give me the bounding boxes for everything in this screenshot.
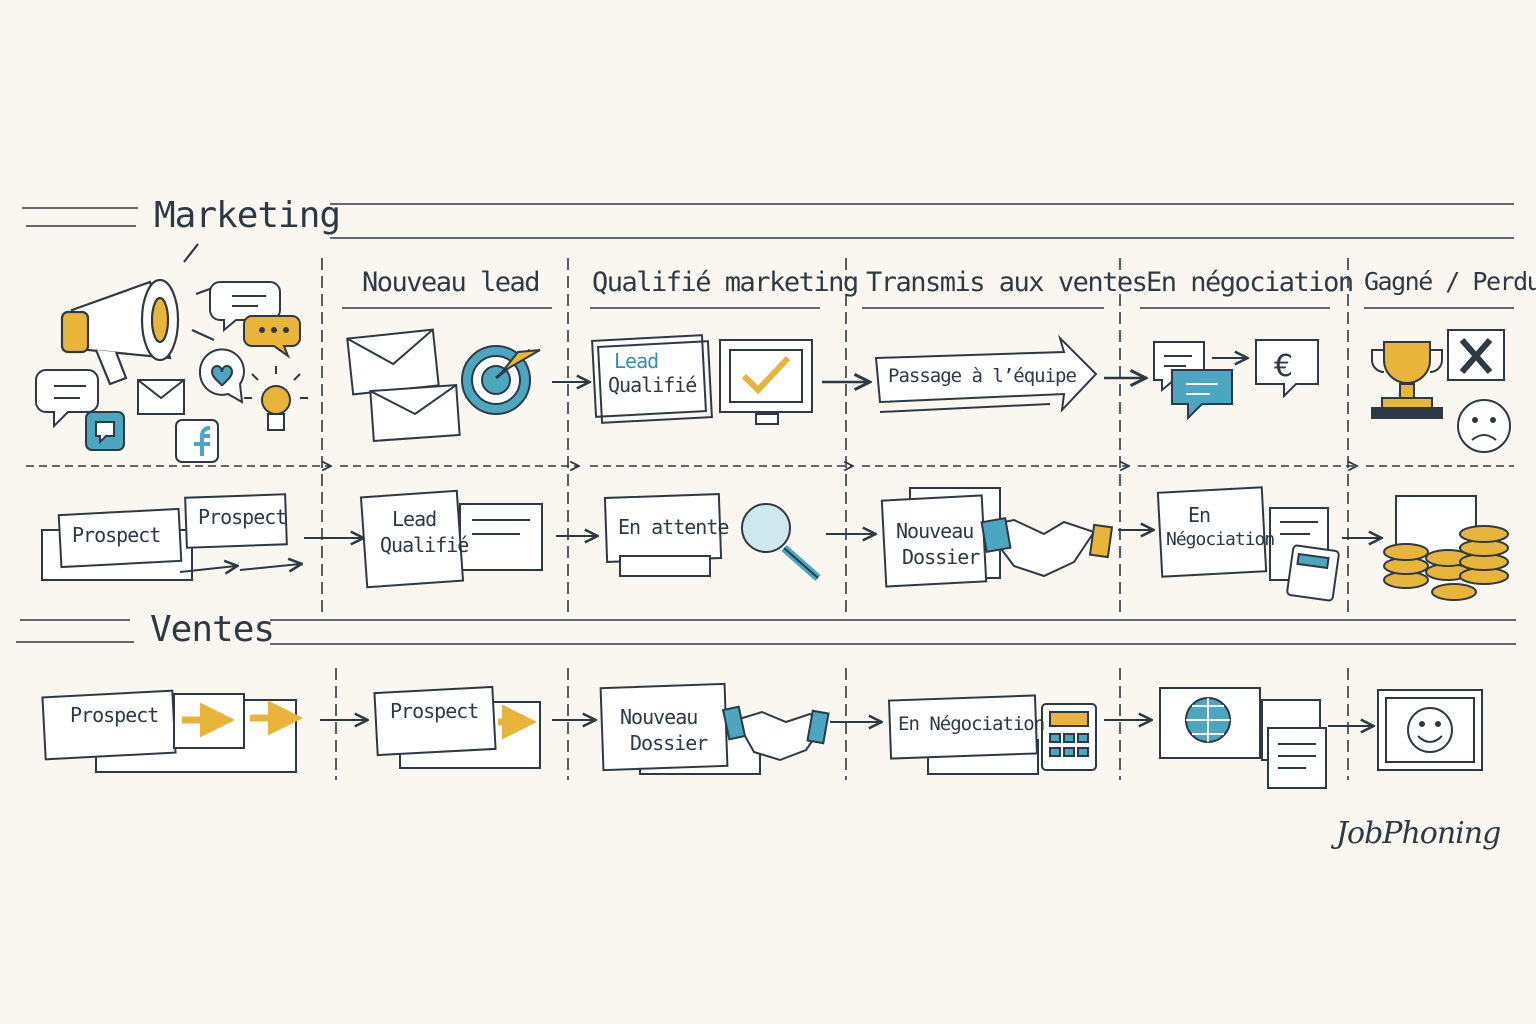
section-rules [16, 203, 1516, 645]
row3-handshake-icon [721, 705, 830, 762]
row2-dossier-label-line2: Dossier [902, 545, 980, 569]
magnifier-icon [741, 503, 821, 581]
envelope-stack-icon [346, 328, 461, 443]
row1-lead-label-line1: Lead [614, 349, 659, 373]
row2-lead-label-line2: Qualifié [380, 533, 469, 557]
heart-icon [198, 348, 245, 404]
column-dividers [321, 258, 1349, 780]
stage-title-en-negociation: En négociation [1146, 267, 1354, 298]
row3-prospect-a-label: Prospect [70, 703, 159, 727]
row2-en-label-line1: En [1188, 503, 1211, 527]
row2-lead-label-line1: Lead [392, 507, 437, 531]
megaphone-icon [60, 243, 219, 386]
section-title-marketing: Marketing [154, 195, 341, 236]
row2-lead-card [359, 489, 543, 589]
handoff-arrow-banner [874, 334, 1098, 413]
row3-en-negociation-label: En Négociation [898, 713, 1045, 735]
euro-icon: € [1255, 339, 1319, 399]
section-title-ventes: Ventes [150, 609, 275, 650]
handshake-icon [980, 516, 1114, 578]
stage-title-qualifie-marketing: Qualifié marketing [592, 267, 859, 298]
row2-prospect-a-label: Prospect [72, 523, 161, 547]
svg-text:€: € [1274, 349, 1293, 384]
row3-dossier-label-line2: Dossier [630, 731, 708, 755]
calculator-icon [1286, 544, 1340, 602]
coins-icon [1383, 495, 1509, 601]
chat-bubbles-icon [1153, 341, 1246, 421]
row2-prospect-b-label: Prospect [198, 505, 287, 529]
facebook-icon [175, 419, 219, 463]
row2-prospect-cards [41, 493, 300, 581]
stage-title-transmis-aux-ventes: Transmis aux ventes [866, 267, 1148, 298]
row3-prospect-card [41, 689, 303, 773]
row3-prospect-b-label: Prospect [390, 699, 479, 723]
row3-negociation-card [887, 694, 1039, 775]
row3-calculator-icon [1041, 703, 1097, 771]
row1-handoff-label: Passage à l’équipe [888, 365, 1077, 387]
row2-en-attente-card [603, 492, 723, 577]
trophy-icon [1371, 341, 1443, 419]
brand-logo: JobPhoning [1336, 816, 1501, 851]
row2-en-attente-label: En attente [618, 515, 729, 539]
cross-icon [1447, 329, 1505, 381]
sad-face-icon [1457, 399, 1511, 453]
smiley-icon [1377, 689, 1483, 771]
chat-app-icon [85, 411, 125, 451]
envelope-icon [137, 379, 185, 415]
row3-prospect-b-card [373, 685, 541, 769]
stage-title-gagne-perdu: Gagné / Perdu [1364, 267, 1536, 296]
row1-lead-label-line2: Qualifié [608, 373, 697, 397]
row2-nouveau-label-line1: Nouveau [896, 519, 974, 543]
globe-icon [1159, 687, 1327, 789]
checkmark-monitor-icon [719, 339, 813, 425]
row3-nouveau-label-line1: Nouveau [620, 705, 698, 729]
target-icon [461, 345, 541, 415]
lightbulb-icon [244, 366, 308, 431]
lead-card [591, 334, 713, 424]
row2-negociation-label-line2: Négociation [1166, 529, 1275, 550]
speech-bubble-icon [35, 281, 301, 429]
stage-title-nouveau-lead: Nouveau lead [362, 267, 541, 298]
